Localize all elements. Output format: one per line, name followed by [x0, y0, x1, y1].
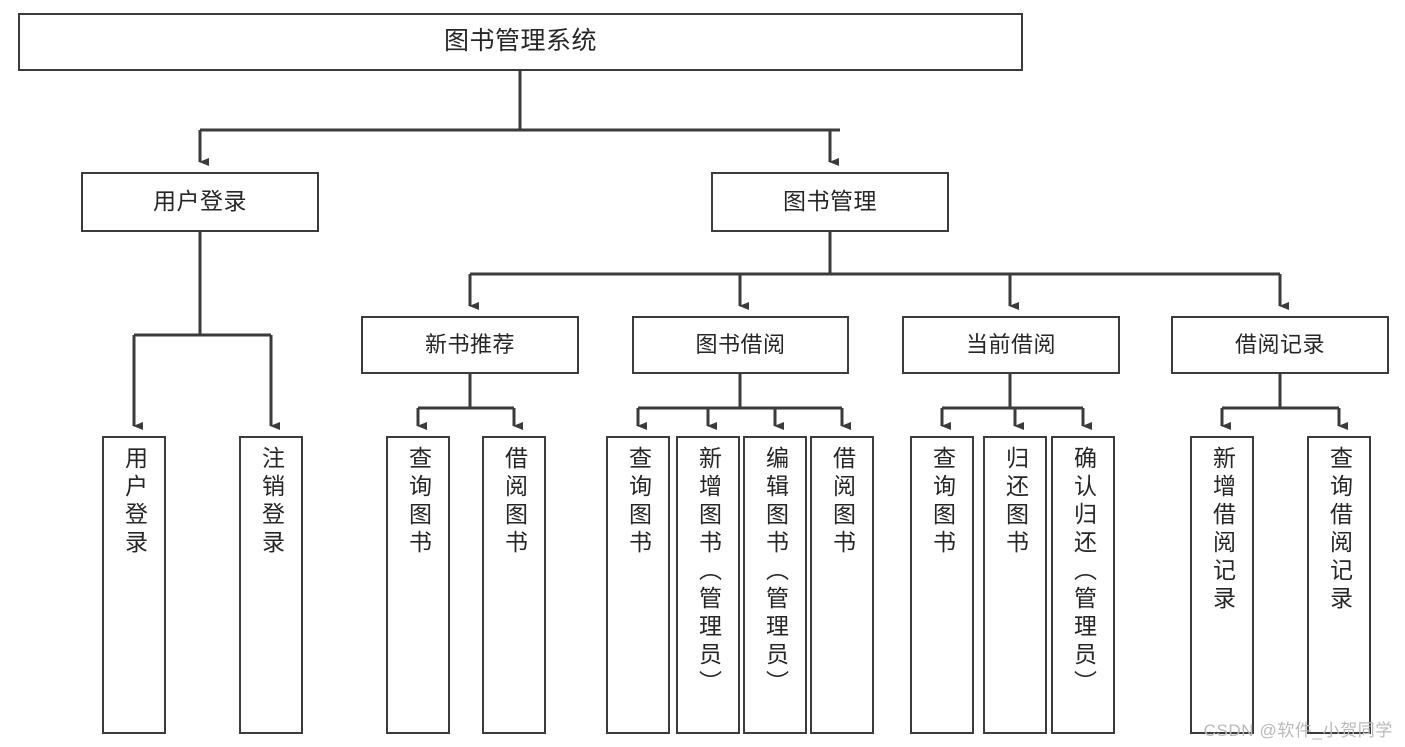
node-leaf-query-record-label: 查询借阅记录	[1326, 446, 1353, 614]
node-leaf-add-record-label: 新增借阅记录	[1209, 446, 1236, 614]
node-leaf-edit-book-label: 编辑图书（管理员）	[762, 446, 789, 698]
node-leaf-edit-book[interactable]: 编辑图书（管理员）	[743, 436, 807, 734]
node-book-borrow[interactable]: 图书借阅	[632, 316, 849, 374]
node-leaf-borrow-book-1[interactable]: 借阅图书	[482, 436, 546, 734]
node-borrow-record-label: 借阅记录	[1234, 332, 1325, 358]
node-leaf-query-book-2-label: 查询图书	[625, 446, 652, 558]
node-leaf-confirm-return[interactable]: 确认归还（管理员）	[1051, 436, 1115, 734]
node-leaf-query-book-2[interactable]: 查询图书	[606, 436, 670, 734]
node-user-login[interactable]: 用户登录	[81, 172, 319, 232]
node-book-manage-label: 图书管理	[783, 188, 877, 215]
node-leaf-query-book-3[interactable]: 查询图书	[910, 436, 974, 734]
node-new-book-recommend-label: 新书推荐	[424, 332, 515, 358]
node-leaf-borrow-book-1-label: 借阅图书	[501, 446, 528, 558]
csdn-watermark: CSDN @软件_小贺同学	[1203, 721, 1393, 740]
node-leaf-query-book-3-label: 查询图书	[929, 446, 956, 558]
node-current-borrow-label: 当前借阅	[965, 332, 1056, 358]
node-leaf-borrow-book-2-label: 借阅图书	[829, 446, 856, 558]
node-leaf-return-book[interactable]: 归还图书	[983, 436, 1047, 734]
node-leaf-user-logout[interactable]: 注销登录	[239, 436, 303, 734]
node-leaf-user-login[interactable]: 用户登录	[102, 436, 166, 734]
node-leaf-query-record[interactable]: 查询借阅记录	[1307, 436, 1371, 734]
node-leaf-user-logout-label: 注销登录	[258, 446, 285, 558]
node-user-login-label: 用户登录	[153, 188, 247, 215]
node-book-borrow-label: 图书借阅	[695, 332, 786, 358]
node-leaf-confirm-return-label: 确认归还（管理员）	[1070, 446, 1097, 698]
node-leaf-return-book-label: 归还图书	[1002, 446, 1029, 558]
node-leaf-add-book[interactable]: 新增图书（管理员）	[676, 436, 740, 734]
node-root-system[interactable]: 图书管理系统	[18, 13, 1023, 71]
node-root-system-label: 图书管理系统	[443, 27, 597, 56]
node-leaf-add-record[interactable]: 新增借阅记录	[1190, 436, 1254, 734]
node-book-manage[interactable]: 图书管理	[711, 172, 949, 232]
node-new-book-recommend[interactable]: 新书推荐	[361, 316, 579, 374]
node-leaf-query-book-1[interactable]: 查询图书	[386, 436, 450, 734]
node-leaf-query-book-1-label: 查询图书	[405, 446, 432, 558]
node-leaf-borrow-book-2[interactable]: 借阅图书	[810, 436, 874, 734]
node-leaf-user-login-label: 用户登录	[121, 446, 148, 558]
node-borrow-record[interactable]: 借阅记录	[1171, 316, 1389, 374]
node-current-borrow[interactable]: 当前借阅	[902, 316, 1120, 374]
node-leaf-add-book-label: 新增图书（管理员）	[695, 446, 722, 698]
